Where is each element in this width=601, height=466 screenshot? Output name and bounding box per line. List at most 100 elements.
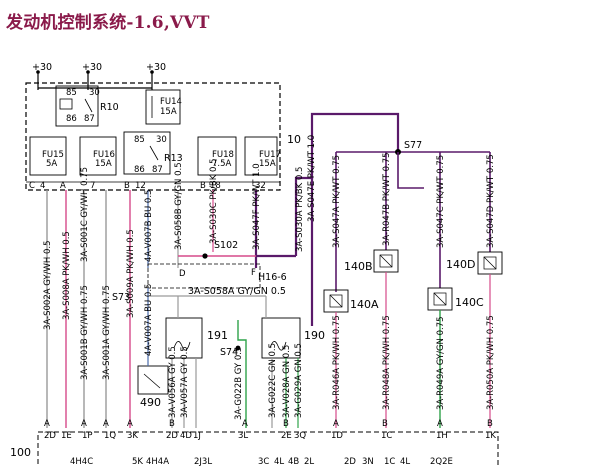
label-r046a: 3A-R046A PK/WH 0.75	[332, 315, 342, 410]
pin-bottom-24: 1H	[436, 431, 448, 441]
pin-top-a: A	[60, 181, 66, 191]
relay-r13-pin-85: 85	[134, 135, 145, 145]
pin-bottom-8: A	[127, 419, 133, 429]
pin-bottom-4: A	[81, 419, 87, 429]
label-s001c: 3A-S001C GY/WH 0.75	[80, 167, 90, 262]
label-v056a: 3A-V056A GY 0.5	[168, 346, 178, 418]
label-r050a: 3A-R050A PK/WH 0.75	[486, 315, 496, 410]
fuse-fu18-rating: 7.5A	[212, 159, 232, 169]
pin-bottom-17: 2E	[281, 431, 292, 441]
fuse-fu14: FU14 15A	[145, 89, 182, 125]
fuse-fu18-label: FU18	[212, 150, 234, 160]
relay-r10-pin-30: 30	[89, 88, 100, 98]
splice-s102-label: S102	[214, 240, 238, 251]
label-g022c: 3A-G022C GN 0.5	[268, 343, 278, 418]
injector-140c-label: 140C	[455, 296, 484, 309]
pin-top-32: 32	[255, 181, 266, 191]
fuse-fu15: FU15 5A	[29, 136, 67, 176]
pin-bottom-12: 4D	[180, 431, 192, 441]
injector-140a-label: 140A	[350, 298, 379, 311]
ecu-bottom-12: 2Q2E	[430, 457, 453, 466]
pin-bottom-3: 1E	[61, 431, 72, 441]
fuse-fu16: FU16 15A	[79, 136, 117, 176]
o2-sensor-190-label: 190	[304, 329, 325, 342]
splice-s102-dot	[202, 253, 208, 259]
fuse-fu15-rating: 5A	[46, 159, 57, 169]
relay-r13-pin-87: 87	[152, 165, 163, 175]
wire-g022b	[237, 320, 247, 428]
ecu-pin-labels: A 2D 1E A 1P A 1Q A 3K B 2D 4D 1J 3L A B…	[44, 419, 496, 441]
label-v028a: 3A-V028A GN 0.5	[282, 345, 292, 418]
ecu-bottom-8: 2D	[344, 457, 356, 466]
pin-bottom-22: 1C	[381, 431, 392, 441]
connector-label: H16-6	[258, 272, 287, 283]
pin-bottom-2: 2D	[44, 431, 56, 441]
splice-s74-dot	[235, 345, 241, 351]
label-s030a: 3A-S030A PK/BK 0.5	[295, 167, 305, 252]
label-s047d: 3A-S047D PK/WT 0.75	[486, 154, 496, 248]
relay-r13-pin-30: 30	[156, 135, 167, 145]
label-s047a: 3A-S047A PK/WT 0.75	[332, 155, 342, 248]
injector-140c: 140C	[427, 287, 484, 311]
pin-bottom-11: 2D	[166, 431, 178, 441]
sensor-490: 490	[137, 365, 169, 409]
relay-r10-pin-87: 87	[84, 114, 95, 124]
relay-r10-label: R10	[100, 102, 119, 113]
splice-s73-label: S73	[112, 292, 130, 303]
pin-bottom-23: A	[437, 419, 443, 429]
label-r049a: 3A-R049A GY/GN 0.75	[436, 316, 446, 410]
fuse-fu17-label: FU17	[259, 150, 281, 160]
fuse-fu14-rating: 15A	[160, 107, 177, 117]
injector-140b: 140B	[344, 249, 399, 273]
fuse-fu17: FU17 15A	[244, 136, 281, 176]
o2-sensor-191-label: 191	[207, 329, 228, 342]
label-s047e: 3A-S047E PK/WT 1.0	[307, 135, 317, 222]
pin-bottom-14: 3L	[238, 431, 248, 441]
fuse-fu18: FU18 7.5A	[197, 136, 237, 176]
pin-bottom-16: B	[283, 419, 289, 429]
label-s001b: 3A-S001B GY/WH 0.75	[80, 285, 90, 380]
pin-bottom-7: 1Q	[104, 431, 116, 441]
connector-pin-f: F	[251, 268, 256, 278]
pin-top-18: 18	[210, 181, 221, 191]
pin-top-7: 7	[90, 181, 95, 191]
label-v007a: 4A-V007A BU 0.5	[144, 284, 154, 356]
pin-bottom-25: B	[487, 419, 493, 429]
vertical-wire-labels: 3A-S002A GY/WH 0.5 3A-S008A PK/WH 0.5 3A…	[43, 135, 496, 420]
injector-140d: 140D	[446, 251, 503, 275]
relay-r13-label: R13	[164, 153, 183, 164]
pin-top-c: C	[29, 181, 35, 191]
ecu-bottom-2: 4H4A	[146, 457, 169, 466]
supply-2-label: +30	[82, 62, 102, 73]
fuse-fu16-label: FU16	[93, 150, 115, 160]
pin-bottom-10: B	[169, 419, 175, 429]
pin-bottom-19: A	[333, 419, 339, 429]
ecu-bottom-5: 4L	[274, 457, 284, 466]
relay-r13-pin-86: 86	[134, 165, 145, 175]
sensor-490-label: 490	[140, 396, 161, 409]
wire-s047e	[294, 112, 400, 256]
pin-bottom-5: 1P	[82, 431, 93, 441]
label-s009a: 3A-S009A PK/WH 0.5	[126, 229, 136, 318]
label-s047c: 3A-S047C PK/WT 0.75	[436, 155, 446, 248]
ecu-bottom-10: 1C	[384, 457, 395, 466]
supply-3: +30	[146, 62, 166, 90]
fuse-box-outline	[25, 82, 281, 191]
injector-140b-label: 140B	[344, 260, 373, 273]
ecu-bottom-6: 4B	[288, 457, 299, 466]
fuse-fu15-label: FU15	[42, 150, 64, 160]
wire-s77-drop	[397, 152, 424, 189]
pin-bottom-6: A	[103, 419, 109, 429]
pin-bottom-13: 1J	[193, 431, 201, 441]
ecu-100-label: 100	[10, 446, 31, 459]
pin-bottom-15: A	[242, 419, 248, 429]
relay-r10-pin-85: 85	[66, 88, 77, 98]
supply-2: +30	[82, 62, 102, 90]
fuse-fu16-rating: 15A	[95, 159, 112, 169]
pin-bottom-26: 1K	[485, 431, 496, 441]
fuse-box-pins: C 4 A 7 B 12 B 18 32	[29, 181, 266, 191]
pin-bottom-9: 3K	[127, 431, 138, 441]
label-v007b: 4A-V007B BU 0.5	[144, 190, 154, 262]
